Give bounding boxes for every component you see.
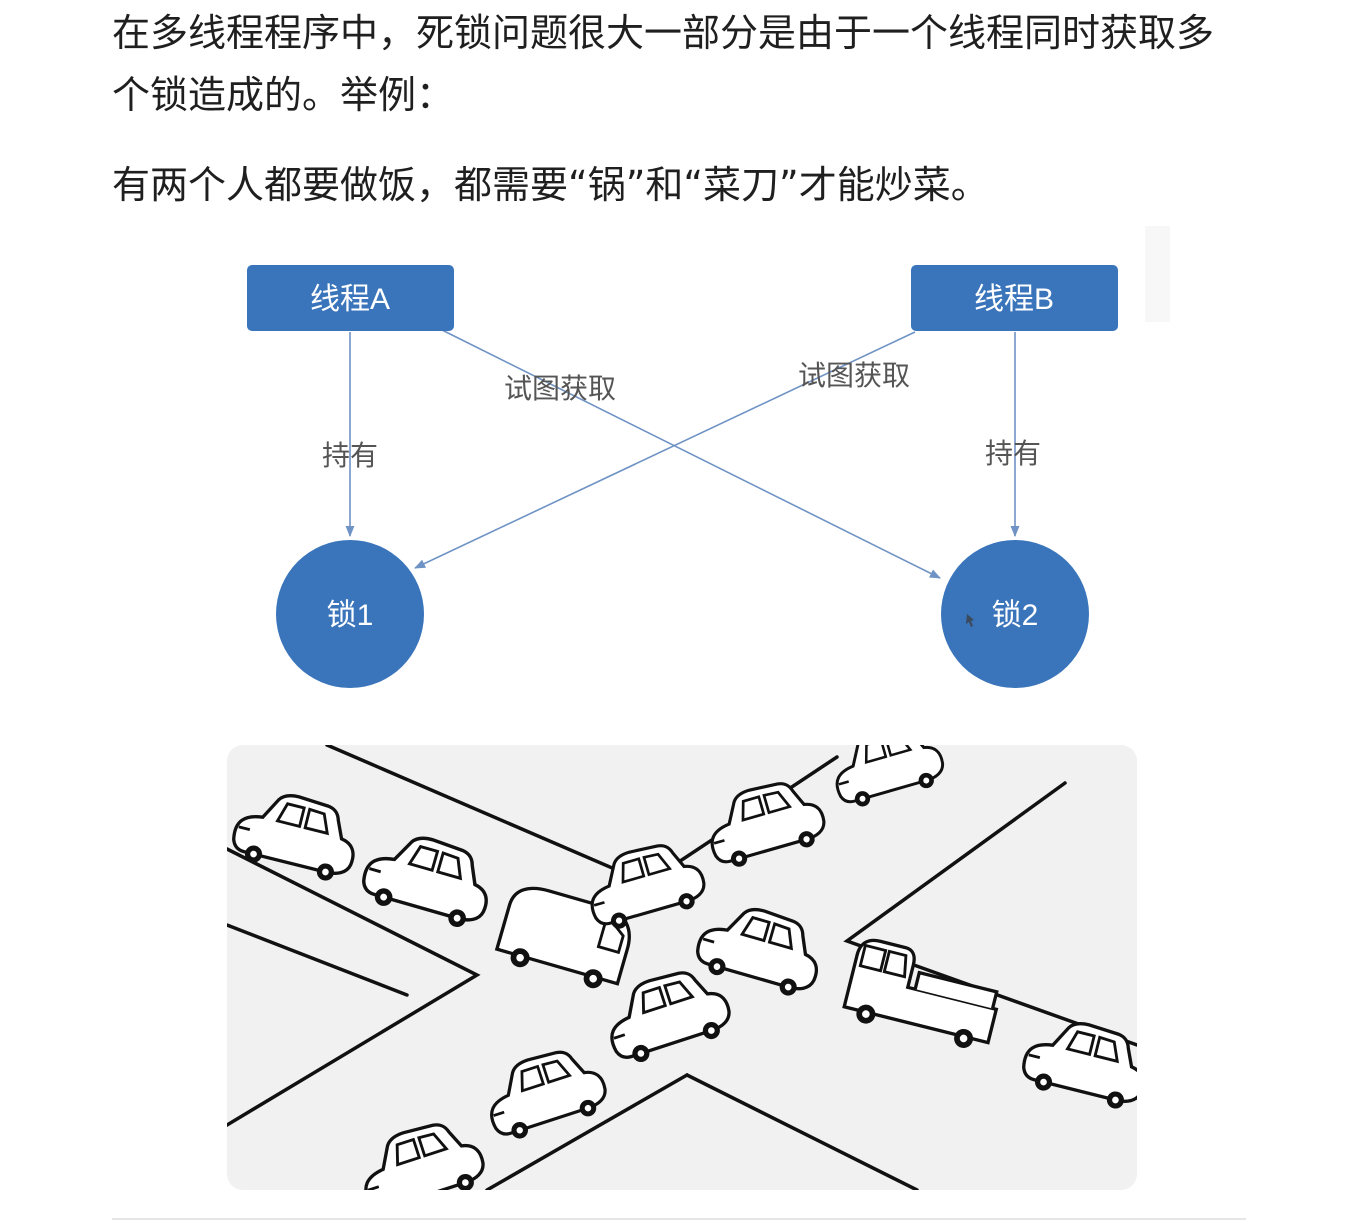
traffic-jam-illustration [227, 745, 1137, 1190]
lock-1-circle [276, 540, 424, 688]
edge-b-tries-lock1 [413, 331, 916, 569]
vehicles [227, 745, 1137, 1190]
thread-a-label: 线程A [310, 283, 390, 316]
try-label-b: 试图获取 [798, 359, 910, 392]
lock-2-label: 锁2 [992, 599, 1039, 632]
edge-a-tries-lock2 [441, 329, 942, 579]
road-edges [227, 745, 1137, 1190]
thread-b-box [911, 265, 1118, 331]
hold-label-a: 持有 [322, 439, 378, 472]
example-paragraph: 有两个人都要做饭，都需要“锅”和“菜刀”才能炒菜。 [112, 163, 989, 207]
lock-2-circle [941, 540, 1089, 688]
content-divider [112, 1218, 1246, 1220]
traffic-jam-drawing [227, 745, 1137, 1190]
mouse-cursor-icon [966, 614, 974, 627]
deadlock-diagram: 线程A 线程B 锁1 锁2 持有 持有 试图获取 试图获取 [247, 226, 1170, 688]
image-edge-artifact [1145, 226, 1170, 322]
thread-b-label: 线程B [974, 283, 1054, 316]
intro-paragraph: 在多线程程序中，死锁问题很大一部分是由于一个线程同时获取多个锁造成的。举例： [112, 11, 1215, 117]
thread-a-box [247, 265, 454, 331]
lock-1-label: 锁1 [327, 599, 374, 632]
try-label-a: 试图获取 [504, 372, 616, 405]
hold-label-b: 持有 [985, 437, 1041, 470]
